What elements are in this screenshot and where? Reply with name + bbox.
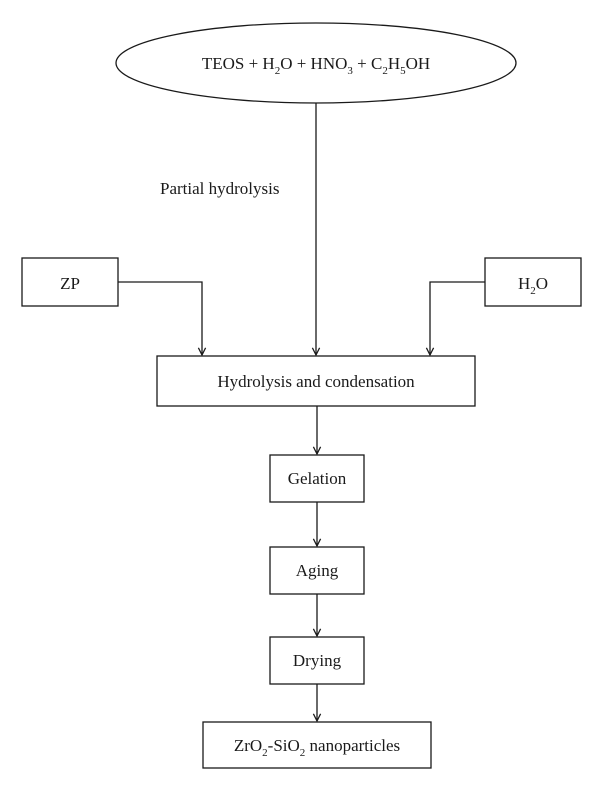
edge-zp-to-hydrolysis xyxy=(118,281,202,355)
aging-node: Aging xyxy=(269,546,365,595)
product-box xyxy=(202,721,432,769)
zp-label: ZP xyxy=(60,274,80,293)
water-box xyxy=(484,257,582,307)
water-node: H2O xyxy=(484,257,582,307)
edge-label-partial-hydrolysis: Partial hydrolysis xyxy=(160,179,279,198)
gelation-box xyxy=(269,454,365,503)
zp-node: ZP xyxy=(21,257,119,307)
hydrolysis-box xyxy=(156,355,476,407)
drying-node: Drying xyxy=(269,636,365,685)
product-node: ZrO2-SiO2 nanoparticles xyxy=(202,721,432,769)
gelation-node: Gelation xyxy=(269,454,365,503)
aging-label: Aging xyxy=(296,561,339,580)
hydrolysis-node: Hydrolysis and condensation xyxy=(156,355,476,407)
start-node: TEOS + H2O + HNO3 + C2H5OH xyxy=(115,22,517,104)
start-label: TEOS + H2O + HNO3 + C2H5OH xyxy=(202,54,430,77)
water-label: H2O xyxy=(518,274,548,297)
edge-water-to-hydrolysis xyxy=(430,281,485,355)
product-label: ZrO2-SiO2 nanoparticles xyxy=(234,736,400,759)
hydrolysis-label: Hydrolysis and condensation xyxy=(217,372,415,391)
drying-label: Drying xyxy=(293,651,342,670)
zp-box xyxy=(21,257,119,307)
gelation-label: Gelation xyxy=(288,469,347,488)
